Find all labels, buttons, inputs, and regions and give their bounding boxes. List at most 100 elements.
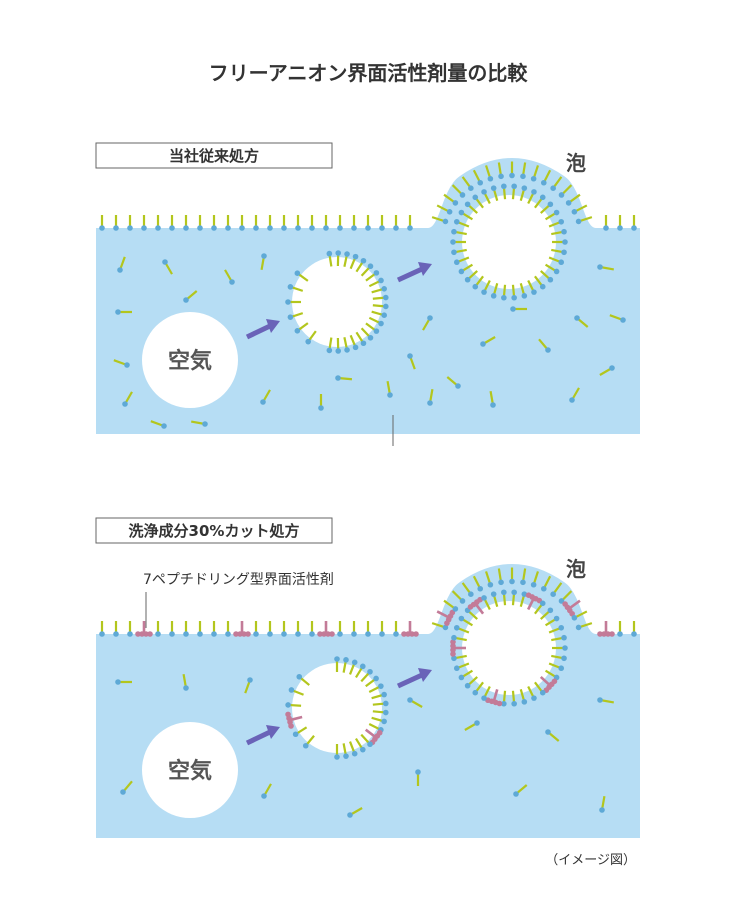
surfactant-molecule [472,169,484,186]
surfactant-molecule [120,780,133,795]
surfactant-molecule [360,327,374,341]
surfactant-molecule [472,575,484,592]
surfactant-molecule [292,726,308,738]
surfactant-molecule [527,686,537,701]
surfactant-molecule [453,624,470,634]
surfactant-molecule [371,716,387,725]
surfactant-molecule [458,669,474,681]
surfactant-molecule [197,621,203,637]
surfactant-molecule [99,621,105,637]
peptide-surfactant [285,711,303,729]
peptide-surfactant [525,592,543,611]
surfactant-molecule [261,783,272,799]
surfactant-molecule [548,218,565,228]
surfactant-molecule [540,169,552,186]
surfactant-molecule [371,691,387,700]
surfactant-molecule [520,568,527,586]
surfactant-molecule [365,621,371,637]
surfactant-molecule [169,215,175,231]
surfactant-molecule [540,575,552,592]
surfactant-molecule [288,687,304,696]
surfactant-molecule [360,668,373,683]
annotation-label: フリーアニオン界面活性剤 [383,457,550,473]
surfactant-molecule [464,201,478,214]
surfactant-molecule [281,621,287,637]
arrow-icon [396,262,432,283]
surfactant-molecule [431,216,449,225]
panel-conventional: 空気 当社従来処方 泡 フリーアニオン界面活性剤 [95,142,640,473]
surfactant-molecule [115,679,132,685]
surfactant-molecule [285,299,301,305]
surfactant-molecule [115,309,132,315]
surfactant-molecule [490,591,499,607]
surfactant-molecule [294,270,309,282]
arrow-icon [245,725,280,746]
surfactant-molecule [527,280,537,295]
air-label: 空気 [168,758,212,784]
surfactant-molecule [548,662,565,672]
surfactant-molecule [631,215,637,231]
surfactant-molecule [285,702,302,708]
peptide-surfactant [233,621,251,637]
surfactant-molecule [451,634,467,642]
surfactant-molecule [551,654,567,662]
surfactant-molecule [451,654,467,662]
surfactant-molecule [527,189,537,204]
surfactant-molecule [481,686,491,701]
surfactant-molecule [351,621,357,637]
surfactant-molecule [631,621,637,637]
surfactant-molecule [519,591,528,607]
surfactant-molecule [513,784,528,797]
surfactant-molecule [295,215,301,231]
surfactant-molecule [548,256,565,266]
surfactant-molecule [372,303,389,310]
surfactant-molecule [464,676,478,689]
rising-bubble [292,663,382,753]
surfactant-molecule [372,709,389,716]
surfactant-molecule [349,334,359,351]
surfactant-molecule [267,215,273,231]
surfactant-molecule [509,567,515,585]
surfactant-molecule [294,322,309,334]
surfactant-molecule [472,194,484,209]
surfactant-molecule [453,662,470,672]
surfactant-molecule [599,365,615,376]
surfactant-molecule [323,215,329,231]
surfactant-molecule [451,228,467,236]
peptide-surfactant [597,621,615,637]
surfactant-molecule [351,215,357,231]
surfactant-molecule [407,353,416,370]
surfactant-molecule [481,595,491,610]
surfactant-molecule [407,215,413,231]
surfactant-molecule [544,263,560,275]
surfactant-molecule [355,663,366,678]
surfactant-molecule [302,735,315,749]
surfactant-molecule [571,204,588,215]
air-label: 空気 [168,348,212,374]
surfactant-molecule [436,204,453,215]
surfactant-molecule [224,269,235,285]
surfactant-molecule [443,193,459,206]
surfactant-molecule [260,253,267,270]
surfactant-molecule [451,248,467,256]
peptide-surfactant [401,621,419,637]
surfactant-molecule [182,674,189,691]
surfactant-molecule [530,571,540,588]
surfactant-molecule [365,675,379,688]
surfactant-molecule [372,700,389,707]
surfactant-molecule [569,387,580,403]
surfactant-molecule [225,215,231,231]
surfactant-molecule [334,656,340,672]
surfactant-molecule [464,720,480,731]
surfactant-molecule [497,162,504,180]
surfactant-molecule [296,673,310,686]
surfactant-molecule [451,590,466,604]
surfactant-molecule [326,337,333,354]
surfactant-molecule [191,420,208,427]
surfactant-molecule [407,697,423,708]
surfactant-molecule [575,622,593,631]
surfactant-molecule [540,607,554,620]
surfactant-molecule [458,263,474,275]
surfactant-molecules [99,567,637,818]
